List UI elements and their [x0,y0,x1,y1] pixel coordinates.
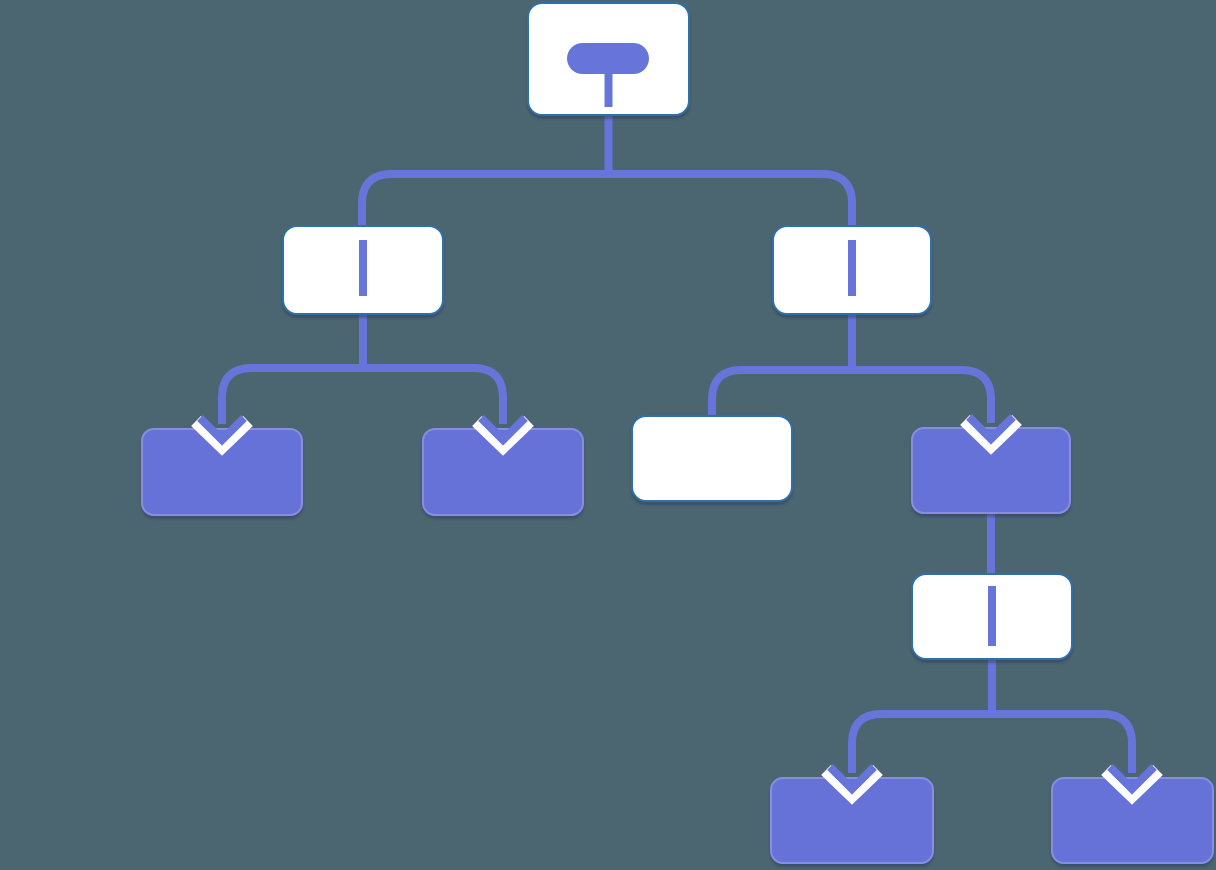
node-right-collapsed[interactable] [911,427,1071,514]
node-glyphs [359,43,996,646]
root-pill-icon [567,43,649,107]
collapse-arrows [191,414,1163,805]
chevron-highlight-icon [960,414,1022,455]
collapse-arrow[interactable] [472,415,534,456]
node-leaf-white-right[interactable] [631,415,793,502]
node-leaf-left-1[interactable] [141,428,303,516]
collapse-arrow[interactable] [191,415,253,456]
chevron-highlight-icon [472,415,534,456]
connector-top-rail [358,170,856,228]
connector-left-rail [218,364,507,424]
node-leaf-bottom-2[interactable] [1051,777,1214,864]
connector-bottom-rail [848,710,1136,773]
connector-right-rail [708,366,995,423]
connectors [218,112,1136,773]
collapse-arrow[interactable] [1101,764,1163,805]
double-chevron-collapse-icon [478,415,528,446]
collapse-arrow[interactable] [821,764,883,805]
double-chevron-collapse-icon [966,414,1016,445]
node-leaf-bottom-1[interactable] [770,777,934,864]
collapse-arrow[interactable] [960,414,1022,455]
purple-nodes [141,427,1214,864]
vertical-bar-icon [848,240,856,296]
node-leaf-left-2[interactable] [422,428,584,516]
vertical-bar-icon [359,240,367,296]
double-chevron-collapse-icon [827,764,877,795]
chevron-highlight-icon [191,415,253,456]
double-chevron-collapse-icon [1107,764,1157,795]
vertical-bar-icon [988,586,996,646]
chevron-highlight-icon [821,764,883,805]
double-chevron-collapse-icon [197,415,247,446]
chevron-highlight-icon [1101,764,1163,805]
